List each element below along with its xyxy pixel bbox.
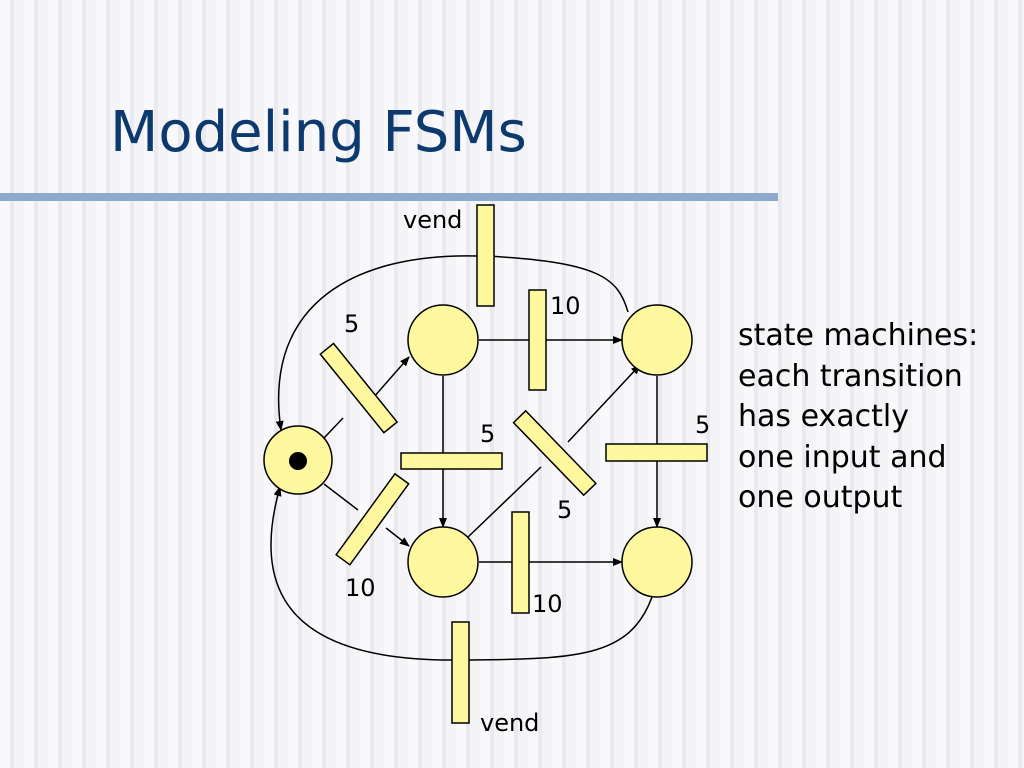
label-10-top: 10 — [550, 292, 581, 320]
arc-p20-to-vend-bottom — [468, 596, 653, 661]
title-rule — [0, 193, 778, 201]
transition-10-top — [528, 289, 547, 391]
place-bottom-right — [621, 526, 693, 598]
label-vend-top: vend — [403, 206, 462, 234]
slide-title: Modeling FSMs — [110, 100, 527, 165]
place-top-left — [407, 304, 479, 376]
caption-line: one input and — [738, 439, 947, 475]
arc-vend-bottom-to-p0 — [270, 486, 453, 661]
caption-line: has exactly — [738, 399, 909, 434]
transition-5-middle — [400, 452, 503, 470]
place-bottom-left — [407, 526, 479, 598]
arc-p0-to-t5 — [323, 417, 344, 439]
transition-vend-top — [476, 204, 495, 307]
transition-5-diagonal — [512, 409, 597, 497]
transition-10-bottom-left — [335, 472, 410, 566]
label-5-diagonal: 5 — [557, 496, 572, 524]
place-top-right — [621, 304, 693, 376]
label-vend-bottom: vend — [480, 709, 539, 737]
transition-5-right — [605, 443, 708, 462]
transition-5-top-left — [319, 342, 399, 434]
label-5-right: 5 — [695, 411, 710, 439]
label-5-middle: 5 — [480, 420, 495, 448]
caption-line: each transition — [738, 358, 963, 394]
label-5-top-left: 5 — [344, 310, 359, 338]
transition-vend-bottom — [451, 621, 470, 724]
arc-t5-to-p5 — [372, 356, 410, 399]
caption-text: state machines: each transition has exac… — [738, 316, 1024, 519]
arc-t10-to-p10 — [385, 527, 410, 547]
token-dot — [289, 452, 307, 470]
transition-10-bottom — [511, 511, 530, 614]
label-10-bottom-left: 10 — [345, 574, 376, 602]
arc-p10-to-t5-diag — [466, 466, 542, 539]
label-10-bottom: 10 — [532, 590, 563, 618]
arc-t5-diag-to-p15 — [567, 364, 641, 443]
caption-line: one output — [738, 480, 903, 515]
arc-p0-to-t10 — [323, 483, 359, 511]
caption-line: state machines: — [738, 318, 979, 353]
arc-p15-to-vend-top — [485, 255, 629, 313]
arc-vend-top-to-p0 — [275, 255, 478, 431]
